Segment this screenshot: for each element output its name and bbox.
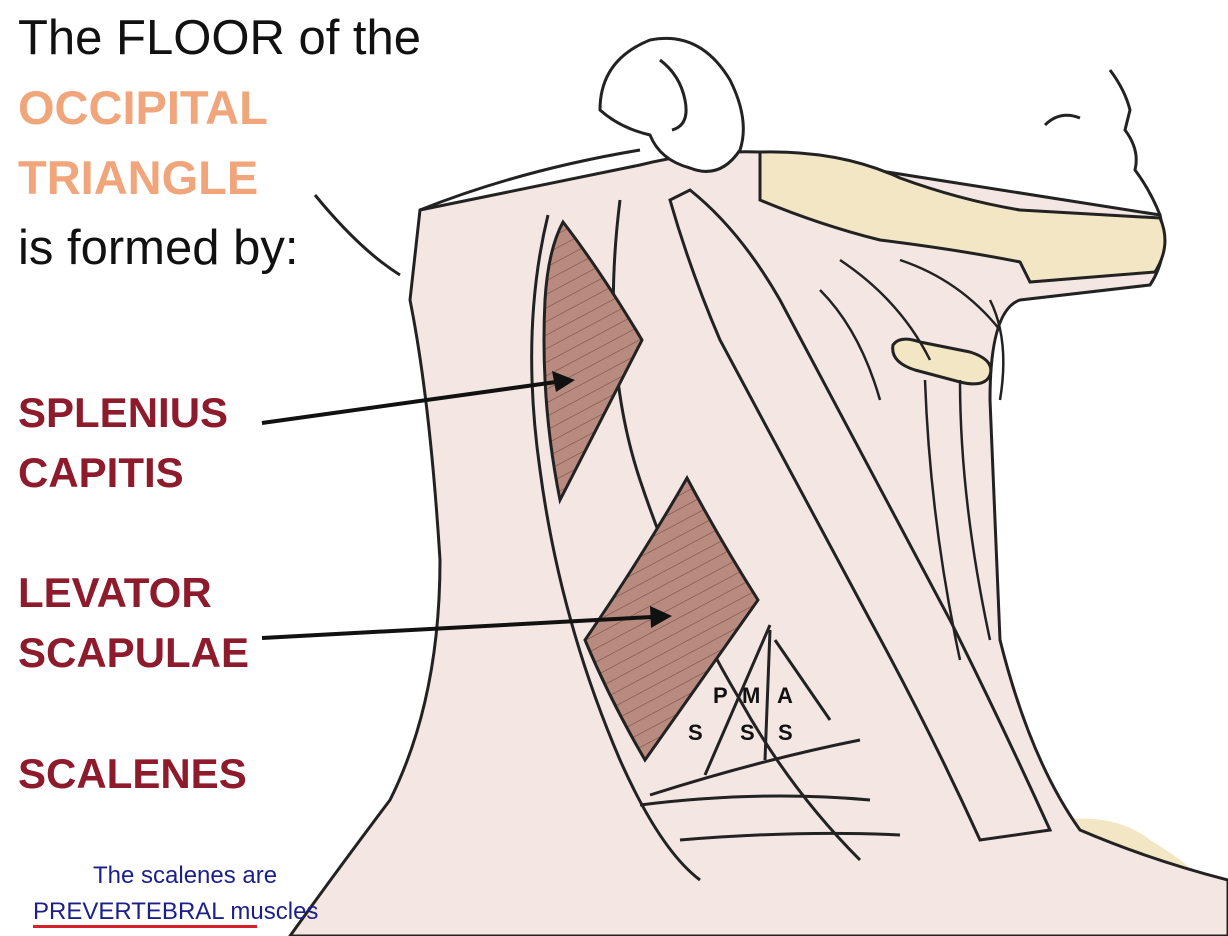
scalene-anterior-top: A xyxy=(777,683,793,708)
title-line-4: is formed by: xyxy=(18,221,299,275)
levator-scapulae-muscle xyxy=(583,474,760,763)
scalenes-region xyxy=(649,624,861,797)
ear xyxy=(598,36,745,173)
label-scalenes: SCALENES xyxy=(18,750,247,797)
scalene-middle-top: M xyxy=(742,683,760,708)
mandible xyxy=(758,150,1167,284)
title-occipital: OCCIPITAL xyxy=(18,81,268,134)
label-levator: LEVATOR xyxy=(18,569,212,616)
scalene-posterior-bottom: S xyxy=(688,720,703,745)
note-muscles: muscles xyxy=(223,898,319,925)
title-triangle: TRIANGLE xyxy=(18,151,259,204)
note-underline xyxy=(33,925,257,928)
trapezius-edge xyxy=(530,214,701,882)
label-scapulae: SCAPULAE xyxy=(18,629,250,676)
label-capitis: CAPITIS xyxy=(18,449,184,496)
note-line-2: PREVERTEBRAL muscles xyxy=(33,900,318,924)
scalene-posterior-top: P xyxy=(713,683,728,708)
splenius-arrow xyxy=(261,371,575,425)
title-line-1: The FLOOR of the xyxy=(18,11,422,65)
scalene-anterior-bottom: S xyxy=(778,720,793,745)
label-splenius: SPLENIUS xyxy=(18,389,229,436)
sternocleidomastoid xyxy=(668,188,1053,842)
levator-arrow xyxy=(261,606,672,640)
splenius-capitis-muscle xyxy=(542,219,644,505)
hyoid xyxy=(891,337,993,386)
note-line-1: The scalenes are xyxy=(93,862,278,889)
scalene-middle-bottom: S xyxy=(740,720,755,745)
note-prevertebral: PREVERTEBRAL xyxy=(33,898,224,925)
